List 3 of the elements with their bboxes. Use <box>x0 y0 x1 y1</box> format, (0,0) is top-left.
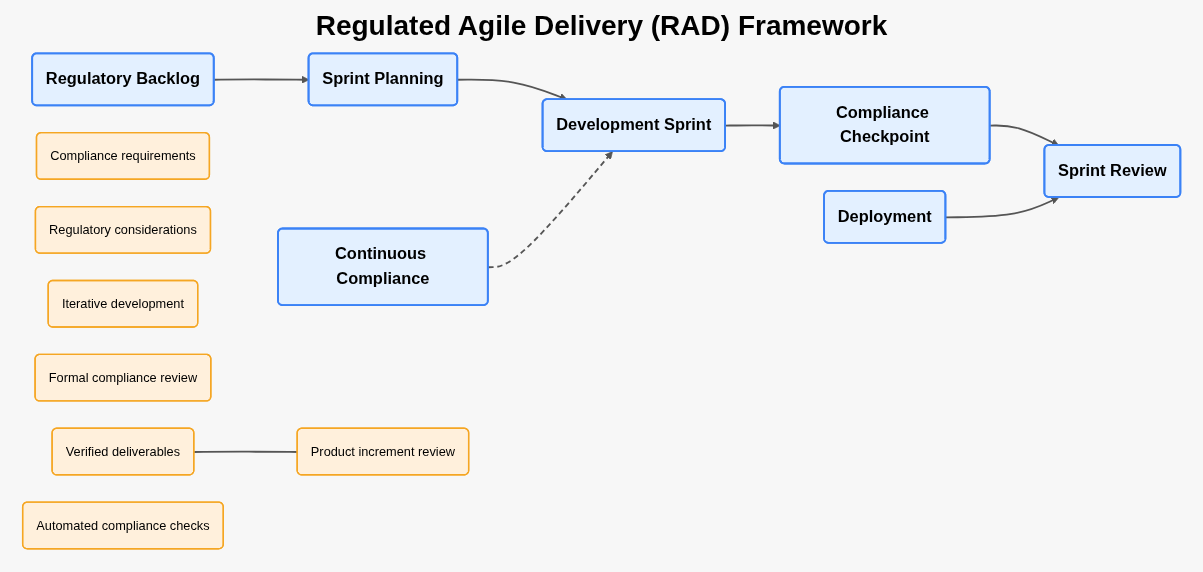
diagram-title: Regulated Agile Delivery (RAD) Framework <box>314 10 889 42</box>
arrow <box>487 151 613 269</box>
arrow <box>989 124 1060 146</box>
